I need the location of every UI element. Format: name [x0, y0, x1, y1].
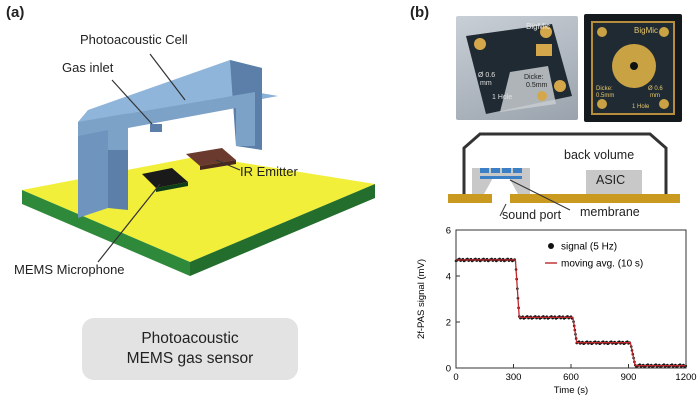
- y-axis-label: 2f-PAS signal (mV): [416, 259, 427, 339]
- label-gas-inlet: Gas inlet: [62, 60, 114, 75]
- cell-roof: [78, 60, 262, 122]
- label-mems-microphone: MEMS Microphone: [14, 262, 125, 277]
- x-tick-label-2: 600: [563, 372, 579, 383]
- pointer-inlet: [111, 79, 153, 125]
- photo-right-text5: 1 Hole: [632, 104, 650, 110]
- photo-right-text2: 0.5mm: [596, 93, 615, 99]
- package-lid: [462, 132, 668, 194]
- photo-pcb-back: BigMic Dicke: 0.5mm Ø 0.6 mm 1 Hole: [584, 14, 682, 122]
- series-moving-avg-line: [456, 259, 686, 367]
- pointer-mic: [97, 183, 161, 263]
- photo-left-text3: Dicke:: [524, 74, 544, 81]
- photo-left-text2: mm: [480, 80, 492, 87]
- pointer-membrane: [509, 179, 571, 211]
- label-ir-emitter: IR Emitter: [240, 164, 298, 179]
- x-tick-label-0: 0: [453, 372, 458, 383]
- microphone-cross-section: [448, 132, 680, 217]
- photo-left-text5: 1 Hole: [492, 94, 513, 101]
- y-tick-label-0: 0: [446, 364, 451, 375]
- y-tick-label-1: 2: [446, 318, 451, 329]
- pointer-sound-port: [499, 203, 507, 217]
- photo-right-brand: BigMic: [634, 26, 659, 35]
- pcb-side-edge: [190, 184, 375, 276]
- caption-line-1: Photoacoustic: [141, 330, 239, 347]
- pas-signal-chart: 0 300 600 900 1200 0 2 4 6 2f-PAS signal (mV) Ti…: [416, 226, 697, 397]
- photo-right-text1: Dicke:: [596, 86, 613, 92]
- label-photoacoustic-cell: Photoacoustic Cell: [80, 32, 188, 47]
- sensor-3d-illustration: [22, 53, 375, 276]
- pcb-front-edge: [22, 190, 190, 276]
- membrane-backplate: [480, 168, 522, 179]
- y-tick-label-2: 4: [446, 272, 451, 283]
- label-sound-port: sound port: [502, 208, 562, 222]
- x-axis-label: Time (s): [554, 385, 588, 396]
- label-membrane: membrane: [580, 205, 640, 219]
- photo-left-brand: BigMic: [526, 22, 551, 31]
- y-tick-label-3: 6: [446, 226, 451, 237]
- pointer-emitter: [215, 159, 241, 171]
- gas-inlet-port: [150, 124, 162, 132]
- signal-dots-group: [454, 257, 688, 369]
- photo-pcb-front-art: [466, 24, 572, 114]
- cell-left-leg-front: [78, 108, 108, 218]
- photo-right-text4: mm: [650, 93, 660, 99]
- x-tick-label-1: 300: [506, 372, 522, 383]
- legend-dot-swatch: [548, 243, 554, 249]
- x-tick-label-4: 1200: [675, 372, 696, 383]
- panel-b-label: (b): [410, 4, 430, 21]
- cell-front-face: [78, 92, 255, 150]
- caption-line-2: MEMS gas sensor: [126, 350, 254, 367]
- legend: signal (5 Hz) moving avg. (10 s): [545, 242, 643, 270]
- ir-emitter-edge: [200, 160, 236, 170]
- legend-avg-label: moving avg. (10 s): [561, 259, 643, 270]
- photo-right-text3: Ø 0.6: [648, 86, 663, 92]
- photo-left-text1: Ø 0.6: [478, 72, 496, 79]
- caption-box: Photoacoustic MEMS gas sensor: [82, 318, 298, 380]
- panel-a-label: (a): [6, 4, 25, 21]
- legend-signal-label: signal (5 Hz): [561, 242, 617, 253]
- mems-cavity: [484, 176, 518, 194]
- substrate-left: [448, 194, 492, 203]
- x-tick-label-3: 900: [621, 372, 637, 383]
- photo-pcb-front: BigMic Ø 0.6 mm Dicke: 0.5mm 1 Hole: [456, 16, 578, 120]
- label-asic: ASIC: [596, 173, 626, 187]
- axis-ticks-group: 0 300 600 900 1200 0 2 4 6: [446, 226, 697, 384]
- mems-microphone-edge: [156, 182, 188, 192]
- pointer-cell: [149, 53, 186, 101]
- photo-left-text4: 0.5mm: [526, 82, 548, 89]
- ir-emitter-chip: [186, 148, 236, 166]
- asic-chip: [586, 170, 642, 194]
- photo-pcb-back-art: [591, 21, 675, 115]
- substrate-right: [510, 194, 680, 203]
- label-back-volume: back volume: [564, 148, 635, 162]
- mems-microphone-chip: [142, 168, 188, 188]
